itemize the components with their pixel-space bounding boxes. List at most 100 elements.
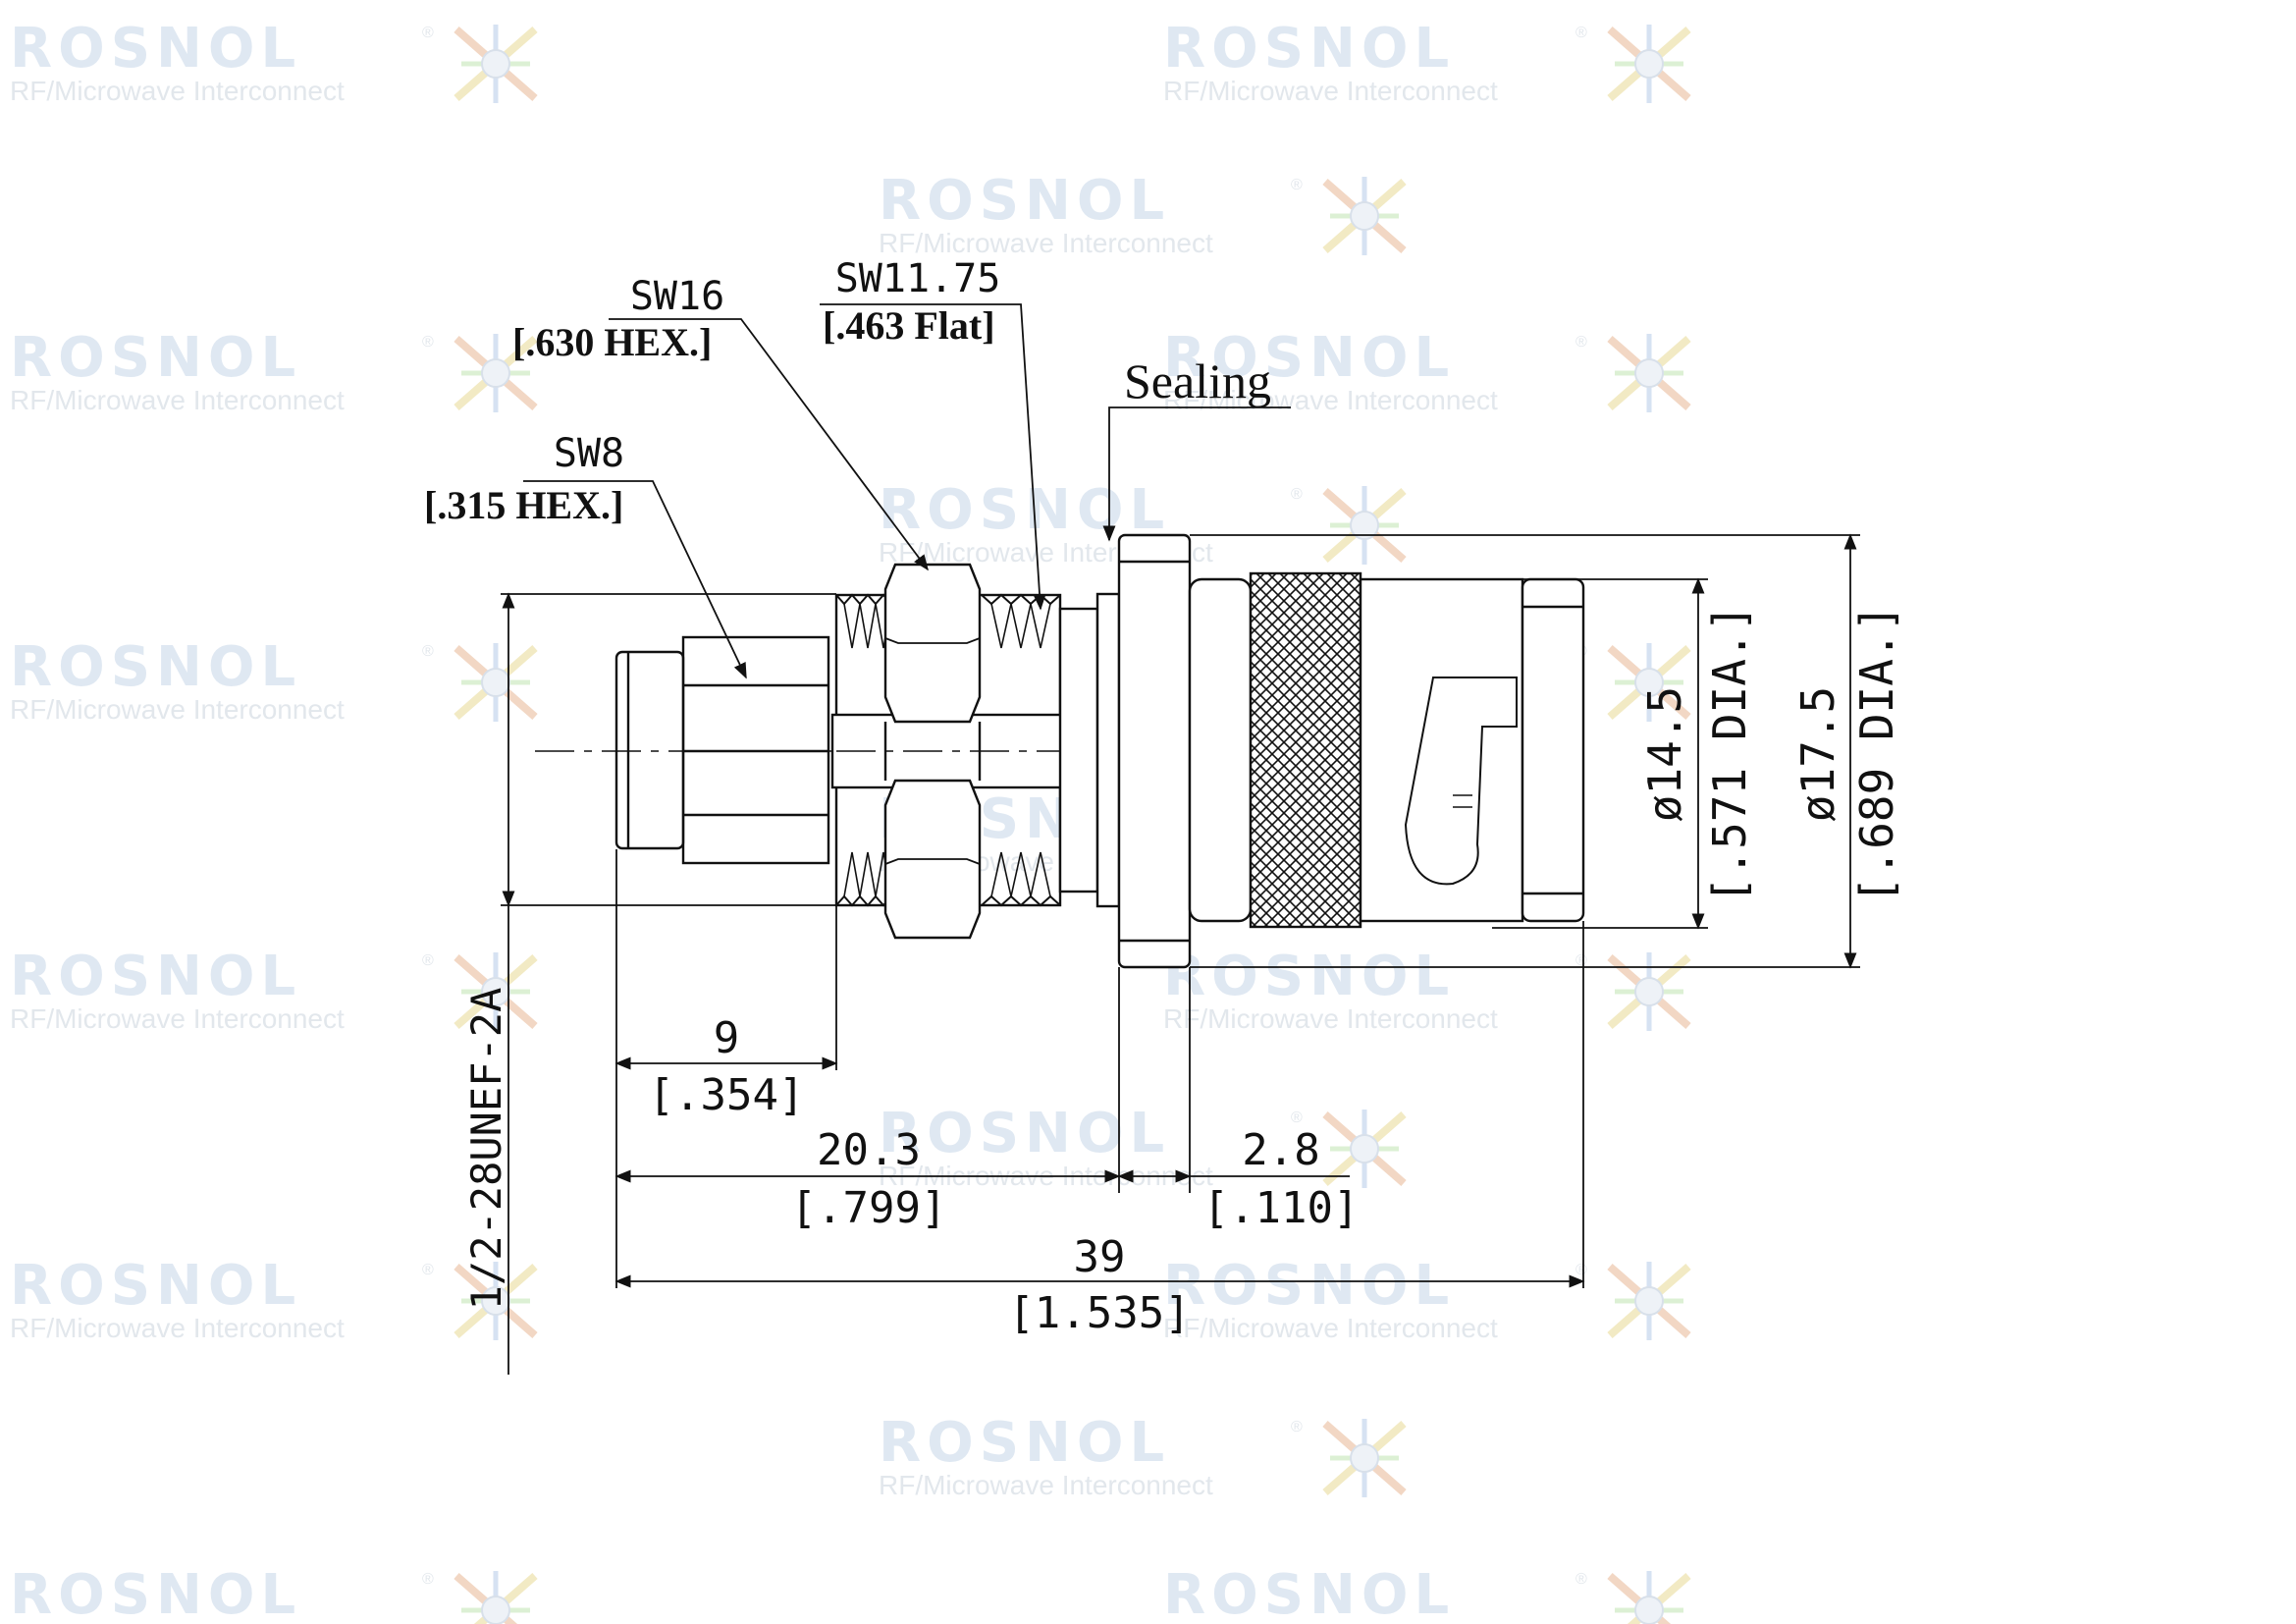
watermark-registered-mark: ® (1575, 952, 1587, 969)
rosnol-star-logo-icon (454, 643, 538, 722)
dim-9-inch: [.354] (649, 1070, 805, 1120)
rosnol-star-logo-icon (1322, 1419, 1407, 1497)
watermark-brand: ROSNOL (10, 945, 301, 1008)
watermark-tagline: RF/Microwave Interconnect (1163, 1622, 1498, 1624)
rosnol-star-logo-icon (454, 334, 538, 412)
sw11-75-size-label: SW11.75 (835, 256, 1001, 301)
watermark-registered-mark: ® (1575, 1571, 1587, 1588)
rosnol-star-logo-icon (1607, 1262, 1691, 1340)
dim-39-inch: [1.535] (1008, 1288, 1190, 1338)
watermark-tagline: RF/Microwave Interconnect (1163, 385, 1498, 415)
rosnol-star-logo-icon (1607, 1571, 1691, 1624)
watermark-tagline: RF/Microwave Interconnect (10, 76, 345, 106)
watermark-brand: ROSNOL (1163, 1563, 1455, 1624)
sw16-inch-label: [.630 HEX.] (512, 320, 712, 364)
watermark-tagline: RF/Microwave Interconnect (10, 694, 345, 725)
watermark-brand: ROSNOL (879, 1411, 1170, 1475)
watermark-registered-mark: ® (422, 1262, 434, 1278)
dimension-lines (501, 303, 1860, 1375)
rosnol-star-logo-icon (1607, 952, 1691, 1031)
watermark-registered-mark: ® (1291, 1419, 1303, 1435)
flat-section (1058, 592, 1121, 908)
watermark-tagline: RF/Microwave Interconnect (10, 1313, 345, 1343)
watermark-registered-mark: ® (422, 25, 434, 41)
watermark-registered-mark: ® (1575, 334, 1587, 351)
sealing-flange (1117, 533, 1192, 969)
rosnol-star-logo-icon (1322, 486, 1407, 565)
rosnol-star-logo-icon (454, 1262, 538, 1340)
hex-nut (883, 563, 982, 940)
sw8-inch-label: [.315 HEX.] (424, 483, 623, 527)
dim-39-mm: 39 (1074, 1232, 1126, 1282)
dia-17-5-mm: ø17.5 (1791, 686, 1844, 822)
dia-17-5-inch: [.689 DIA.] (1850, 605, 1903, 904)
watermark-tagline: RF/Microwave Interconnect (879, 1470, 1213, 1500)
dim-9-mm: 9 (714, 1013, 740, 1063)
dia-14-5-inch: [.571 DIA.] (1703, 605, 1756, 904)
rosnol-star-logo-icon (454, 952, 538, 1031)
watermark-brand: ROSNOL (879, 1102, 1170, 1165)
dim-20-3-inch: [.799] (791, 1183, 947, 1233)
watermark-registered-mark: ® (422, 334, 434, 351)
watermark-brand: ROSNOL (10, 326, 301, 390)
thread-spec-label: 1/2-28UNEF-2A (462, 988, 510, 1311)
watermark-brand: ROSNOL (879, 169, 1170, 233)
watermark-tagline: RF/Microwave Interconnect (10, 385, 345, 415)
watermark-registered-mark: ® (1291, 486, 1303, 503)
rosnol-star-logo-icon (1607, 334, 1691, 412)
watermark-registered-mark: ® (422, 643, 434, 660)
connector-body (535, 533, 1585, 969)
watermark-registered-mark: ® (422, 1571, 434, 1588)
watermark-tagline: RF/Microwave Interconnect (10, 1003, 345, 1034)
sw16-size-label: SW16 (630, 274, 724, 319)
rosnol-star-logo-icon (1322, 177, 1407, 255)
watermark-brand: ROSNOL (879, 478, 1170, 542)
knurled-body (1188, 571, 1585, 929)
callout-labels: SW16 [.630 HEX.] SW11.75 [.463 Flat] SW8… (424, 256, 1903, 1338)
watermark-tagline: RF/Microwave Interconnect (1163, 1003, 1498, 1034)
watermark-brand: ROSNOL (10, 1563, 301, 1624)
watermark-registered-mark: ® (1575, 1262, 1587, 1278)
watermark-brand: ROSNOL (1163, 1254, 1455, 1318)
watermark-registered-mark: ® (422, 952, 434, 969)
nose-section (614, 635, 830, 865)
watermark-brand: ROSNOL (10, 1254, 301, 1318)
watermark-brand: ROSNOL (10, 17, 301, 81)
watermark-tagline: RF/Microwave Interconnect (10, 1622, 345, 1624)
rosnol-star-logo-icon (1607, 643, 1691, 722)
sw11-75-inch-label: [.463 Flat] (823, 303, 995, 348)
rosnol-star-logo-icon (454, 1571, 538, 1624)
watermark-brand: ROSNOL (1163, 326, 1455, 390)
dim-2-8-inch: [.110] (1203, 1183, 1360, 1233)
rosnol-star-logo-icon (1607, 25, 1691, 103)
watermark-registered-mark: ® (1291, 177, 1303, 193)
rosnol-star-logo-icon (454, 25, 538, 103)
watermark-registered-mark: ® (1291, 1110, 1303, 1126)
watermark-tagline: RF/Microwave Interconnect (1163, 1313, 1498, 1343)
watermark-tagline: RF/Microwave Interconnect (1163, 76, 1498, 106)
watermark-brand: ROSNOL (10, 635, 301, 699)
rosnol-star-logo-icon (1322, 1110, 1407, 1188)
watermark-brand: ROSNOL (1163, 945, 1455, 1008)
watermark-brand: ROSNOL (1163, 17, 1455, 81)
sw8-size-label: SW8 (554, 431, 624, 476)
sealing-label: Sealing (1124, 353, 1271, 408)
watermark-registered-mark: ® (1575, 25, 1587, 41)
dim-2-8-mm: 2.8 (1242, 1125, 1319, 1175)
